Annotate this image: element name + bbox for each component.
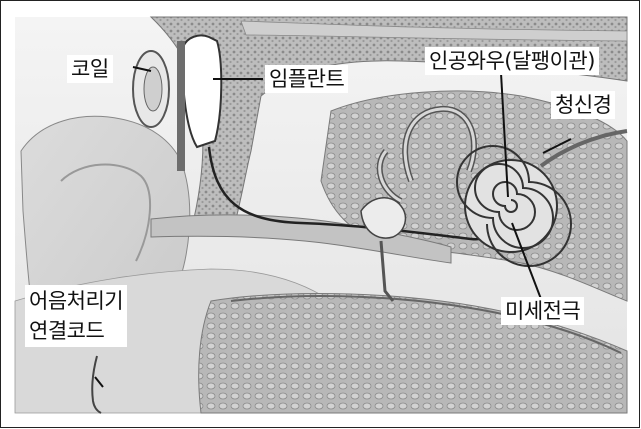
- label-cochlear-implant: 인공와우(달팽이관): [425, 47, 599, 75]
- label-processor-cable: 어음처리기 연결코드: [25, 285, 127, 347]
- label-electrode: 미세전극: [501, 297, 584, 325]
- label-processor-cable-line1: 어음처리기: [29, 286, 123, 316]
- coil-magnet: [144, 67, 162, 111]
- label-auditory-nerve: 청신경: [551, 91, 615, 119]
- implant-strip: [177, 41, 185, 171]
- label-implant: 임플란트: [265, 65, 348, 93]
- label-processor-cable-line2: 연결코드: [29, 316, 123, 346]
- label-coil: 코일: [67, 55, 113, 83]
